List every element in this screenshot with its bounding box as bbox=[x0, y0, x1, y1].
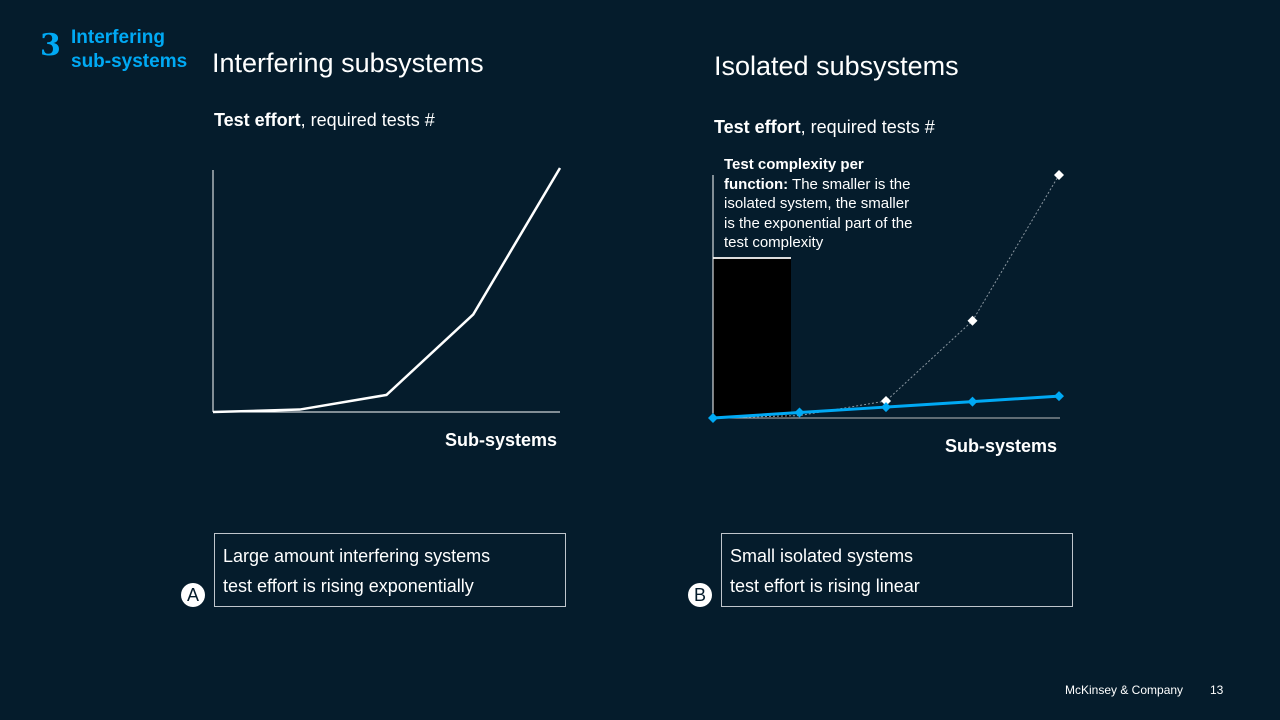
section-title-line2: sub-systems bbox=[71, 51, 188, 72]
callout-b-line1: Small isolated systems bbox=[730, 546, 914, 566]
linear-point bbox=[1054, 391, 1064, 402]
right-exp-line bbox=[712, 174, 1060, 419]
left-chart-ylabel: Test effort, required tests # bbox=[214, 110, 435, 130]
chart-annotation: Test complexity per function: The smalle… bbox=[724, 156, 913, 251]
callout-b: Small isolated systems test effort is ri… bbox=[721, 533, 1073, 607]
linear-point bbox=[881, 402, 891, 413]
right-chart-title: Isolated subsystems bbox=[714, 51, 959, 81]
left-chart-xlabel: Sub-systems bbox=[445, 430, 558, 450]
footer-page: 13 bbox=[1210, 683, 1224, 697]
section-number: 3 bbox=[40, 28, 61, 63]
right-chart-xlabel: Sub-systems bbox=[945, 436, 1058, 456]
exp-point bbox=[1054, 170, 1064, 180]
callout-a: Large amount interfering systems test ef… bbox=[214, 533, 566, 607]
right-chart-ylabel: Test effort, required tests # bbox=[714, 117, 935, 137]
callout-a-line1: Large amount interfering systems bbox=[223, 546, 491, 566]
callout-b-line2: test effort is rising linear bbox=[730, 576, 920, 596]
linear-point bbox=[708, 413, 718, 423]
callout-a-line2: test effort is rising exponentially bbox=[223, 576, 474, 596]
section-title: Interfering sub-systems bbox=[71, 26, 187, 74]
left-series-line bbox=[212, 167, 562, 414]
left-chart-title: Interfering subsystems bbox=[212, 48, 484, 78]
exp-point bbox=[967, 315, 978, 326]
badge-a: A bbox=[181, 583, 205, 607]
footer-company: McKinsey & Company bbox=[1065, 683, 1184, 697]
linear-point bbox=[794, 407, 805, 418]
exp-point bbox=[881, 395, 891, 406]
section-title-line1: Interfering bbox=[71, 27, 165, 48]
badge-b: B bbox=[688, 583, 712, 607]
annotation-block bbox=[713, 258, 791, 418]
linear-point bbox=[967, 396, 978, 407]
